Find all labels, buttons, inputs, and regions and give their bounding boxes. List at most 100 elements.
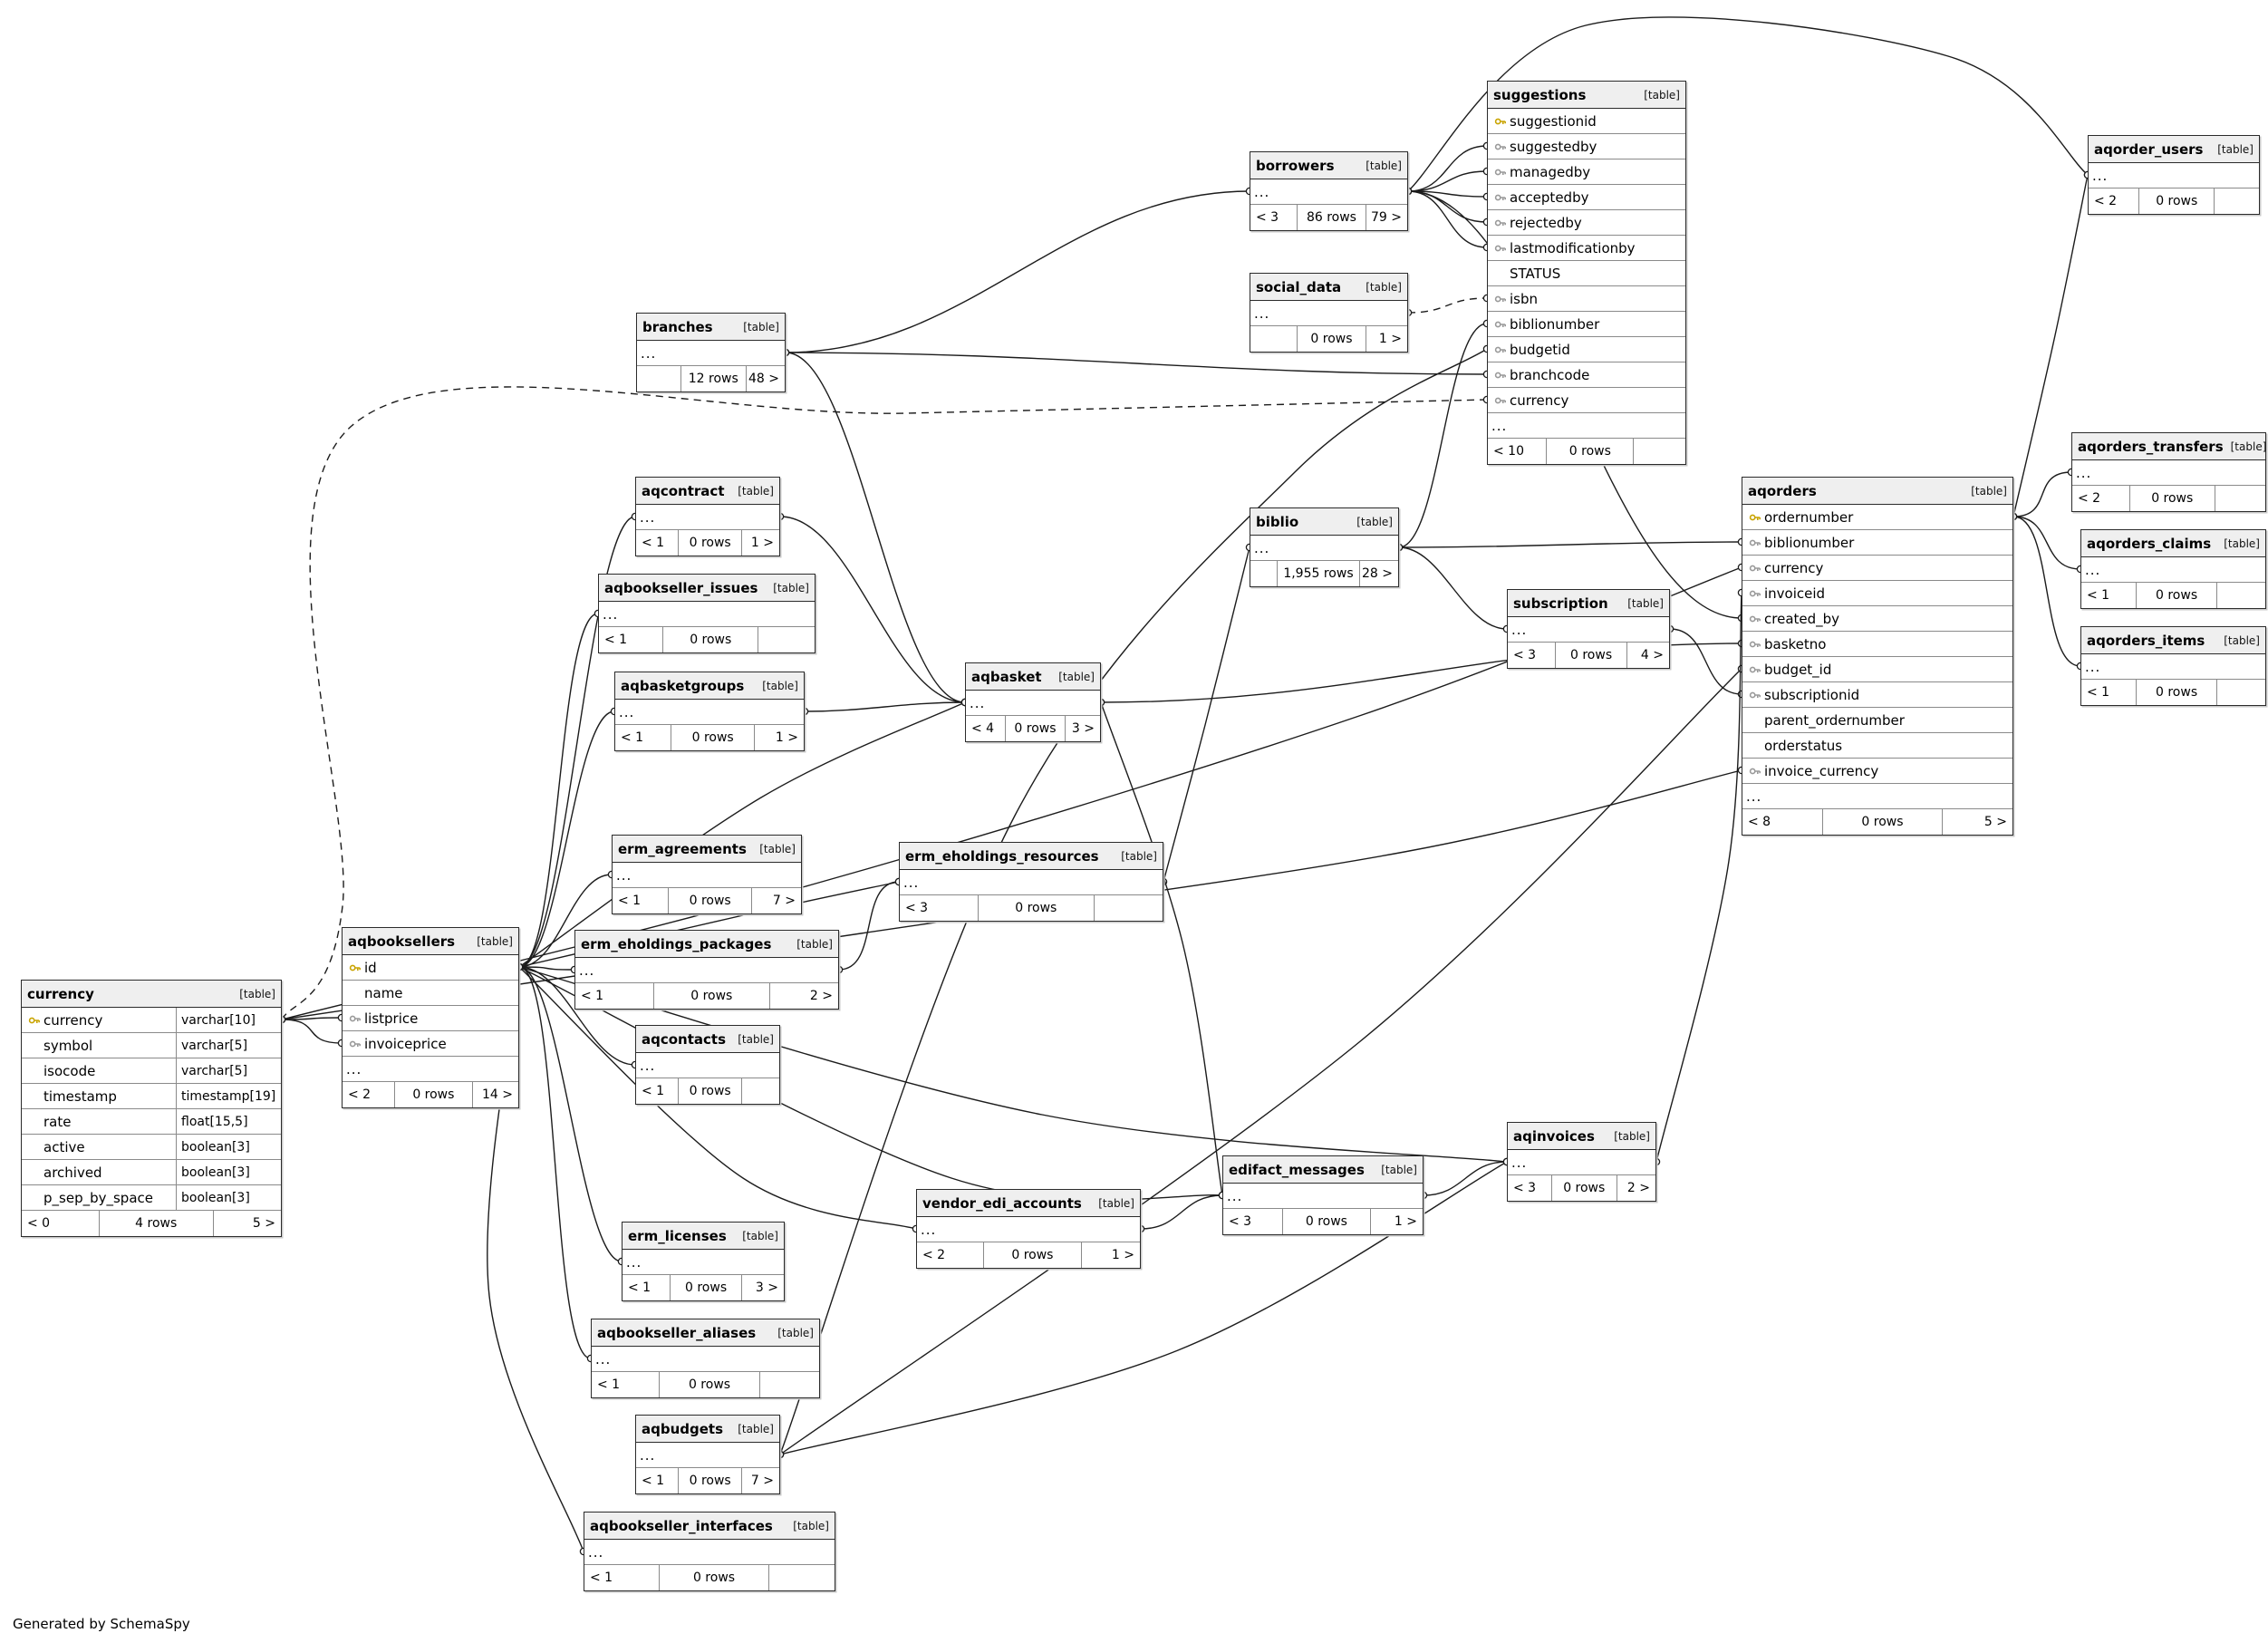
children-count xyxy=(769,1565,835,1590)
table-type-label: [table] xyxy=(477,934,513,948)
parents-count: < 1 xyxy=(2081,680,2137,705)
columns-ellipsis: ... xyxy=(636,1053,779,1078)
parents-count: < 1 xyxy=(615,725,672,750)
table-header-branches[interactable]: branches[table] xyxy=(637,314,785,341)
table-header-aqorders_items[interactable]: aqorders_items[table] xyxy=(2081,627,2265,654)
table-header-aqbasket[interactable]: aqbasket[table] xyxy=(966,663,1100,691)
column-row-invoiceprice: invoiceprice xyxy=(343,1031,518,1057)
rows-count: 0 rows xyxy=(679,530,742,556)
columns-ellipsis: ... xyxy=(613,863,801,888)
table-header-aqorders[interactable]: aqorders[table] xyxy=(1742,478,2012,505)
column-name: subscriptionid xyxy=(1764,686,1860,703)
table-type-label: [table] xyxy=(743,320,779,333)
edge-branches-to-suggestions xyxy=(785,352,1488,375)
columns-ellipsis: ... xyxy=(584,1540,835,1565)
table-type-label: [table] xyxy=(1121,849,1157,863)
parents-count: < 2 xyxy=(917,1242,984,1268)
table-type-label: [table] xyxy=(738,484,774,498)
column-name: rate xyxy=(43,1113,72,1130)
edge-biblio-to-suggestions xyxy=(1398,323,1488,548)
column-name: biblionumber xyxy=(1510,315,1600,333)
table-header-aqbasketgroups[interactable]: aqbasketgroups[table] xyxy=(615,672,804,700)
table-header-borrowers[interactable]: borrowers[table] xyxy=(1250,152,1407,179)
children-count: 1 > xyxy=(775,730,798,745)
foreign-key-icon xyxy=(1491,318,1510,331)
table-header-erm_eholdings_resources[interactable]: erm_eholdings_resources[table] xyxy=(900,843,1163,870)
table-header-aqcontract[interactable]: aqcontract[table] xyxy=(636,478,779,505)
children-count xyxy=(2217,680,2265,705)
table-name: currency xyxy=(27,985,94,1002)
children-count xyxy=(2217,583,2265,608)
table-header-aqinvoices[interactable]: aqinvoices[table] xyxy=(1508,1123,1655,1150)
edge-borrowers-to-suggestions xyxy=(1407,170,1488,192)
table-name: social_data xyxy=(1256,278,1342,295)
table-header-biblio[interactable]: biblio[table] xyxy=(1250,508,1398,536)
table-header-suggestions[interactable]: suggestions[table] xyxy=(1488,82,1685,109)
table-header-social_data[interactable]: social_data[table] xyxy=(1250,274,1407,301)
table-header-aqbookseller_issues[interactable]: aqbookseller_issues[table] xyxy=(599,575,815,602)
table-header-aqorder_users[interactable]: aqorder_users[table] xyxy=(2089,136,2259,163)
rows-count: 1,955 rows xyxy=(1278,561,1360,586)
parents-count: < 1 xyxy=(584,1565,660,1590)
column-row-STATUS: STATUS xyxy=(1488,261,1685,286)
column-row-biblionumber: biblionumber xyxy=(1742,530,2012,556)
table-header-erm_licenses[interactable]: erm_licenses[table] xyxy=(622,1223,784,1250)
table-header-aqbookseller_aliases[interactable]: aqbookseller_aliases[table] xyxy=(592,1319,819,1347)
table-header-aqorders_transfers[interactable]: aqorders_transfers[table] xyxy=(2072,433,2266,460)
edge-borrowers-to-aqorder_users xyxy=(1407,16,2089,192)
edge-biblio-to-erm_eholdings_resources xyxy=(1163,546,1250,883)
table-header-edifact_messages[interactable]: edifact_messages[table] xyxy=(1223,1156,1423,1184)
table-header-aqbookseller_interfaces[interactable]: aqbookseller_interfaces[table] xyxy=(584,1513,835,1540)
children-count xyxy=(1634,439,1685,464)
column-name: orderstatus xyxy=(1764,737,1843,754)
column-name: id xyxy=(364,959,377,976)
table-header-aqorders_claims[interactable]: aqorders_claims[table] xyxy=(2081,530,2265,557)
parents-count: < 4 xyxy=(966,716,1007,741)
ellipsis-text: ... xyxy=(1511,621,1528,638)
table-header-aqbooksellers[interactable]: aqbooksellers[table] xyxy=(343,928,518,955)
table-header-vendor_edi_accounts[interactable]: vendor_edi_accounts[table] xyxy=(917,1190,1140,1217)
table-header-erm_eholdings_packages[interactable]: erm_eholdings_packages[table] xyxy=(575,931,838,958)
parents-count: < 2 xyxy=(2089,188,2140,214)
table-header-subscription[interactable]: subscription[table] xyxy=(1508,590,1669,617)
ellipsis-text: ... xyxy=(1254,183,1270,200)
table-header-aqbudgets[interactable]: aqbudgets[table] xyxy=(636,1416,779,1443)
children-count: 5 > xyxy=(1983,815,2007,829)
table-header-aqcontacts[interactable]: aqcontacts[table] xyxy=(636,1026,779,1053)
table-header-erm_agreements[interactable]: erm_agreements[table] xyxy=(613,836,801,863)
table-header-currency[interactable]: currency[table] xyxy=(22,981,281,1008)
rows-count: 86 rows xyxy=(1298,205,1367,230)
